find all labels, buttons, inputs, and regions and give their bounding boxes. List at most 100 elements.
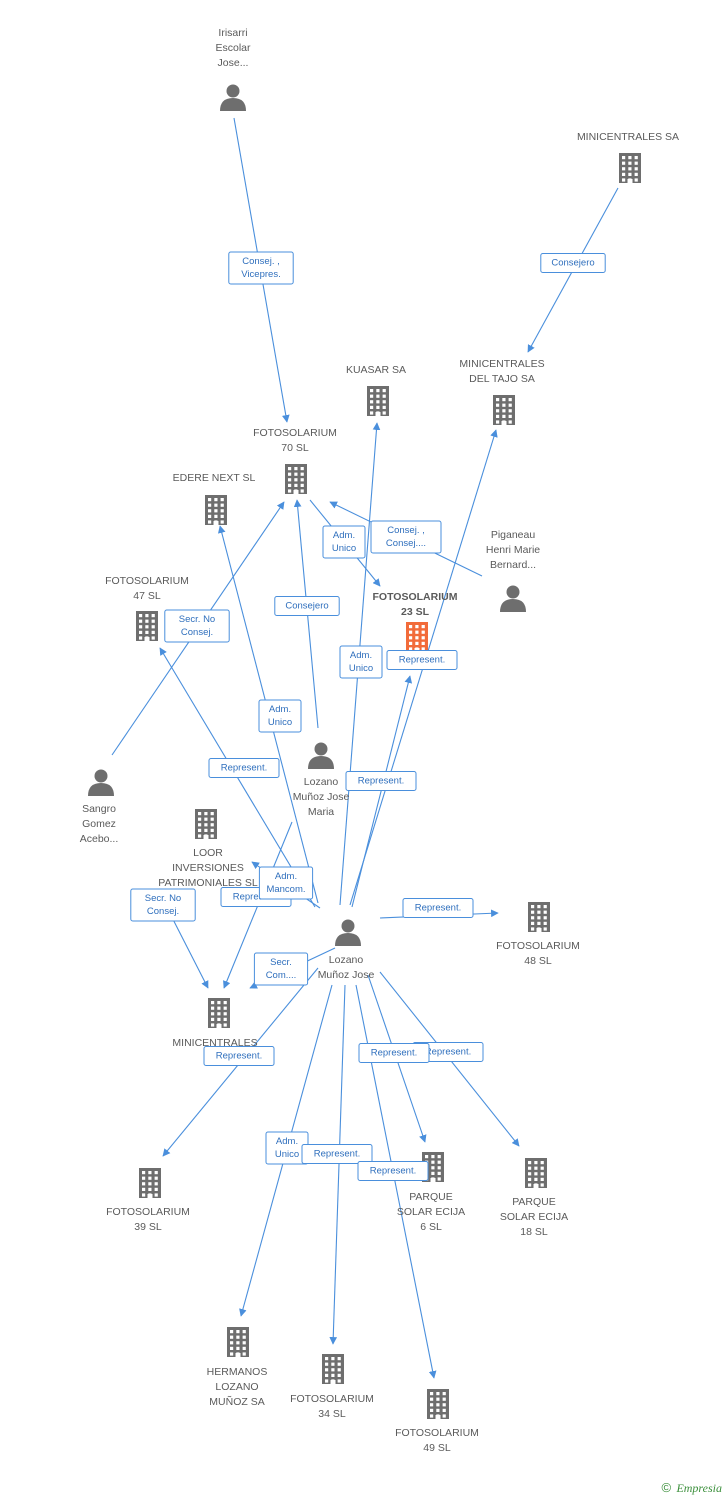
relation-label-box[interactable] (358, 1043, 430, 1063)
building-icon[interactable] (367, 386, 389, 416)
relation-label[interactable]: Represent. (203, 1046, 275, 1066)
building-icon[interactable] (322, 1354, 344, 1384)
building-icon[interactable] (139, 1168, 161, 1198)
relation-label[interactable]: Represent. (345, 771, 417, 791)
relation-label-box[interactable] (370, 520, 442, 554)
relation-label-box[interactable] (130, 888, 196, 922)
person-icon[interactable] (500, 585, 526, 613)
relation-label-box[interactable] (402, 898, 474, 918)
building-icon[interactable] (493, 395, 515, 425)
node-label: DEL TAJO SA (469, 373, 535, 385)
relation-label-box[interactable] (274, 596, 340, 616)
building-icon[interactable] (285, 464, 307, 494)
relation-label[interactable]: Consejero (540, 253, 606, 273)
copyright-icon: © (661, 1480, 672, 1495)
relation-label-box[interactable] (301, 1144, 373, 1164)
person-icon[interactable] (335, 919, 361, 947)
relation-label-text: Represent. (216, 1051, 262, 1062)
relation-label[interactable]: Secr.Com.... (253, 952, 309, 986)
node-label: Piganeau (491, 529, 536, 541)
person-icon[interactable] (220, 84, 246, 112)
relation-label[interactable]: Represent. (357, 1161, 429, 1181)
node-label: Acebo... (80, 833, 119, 845)
relation-label-box[interactable] (540, 253, 606, 273)
relation-label-box[interactable] (203, 1046, 275, 1066)
person-icon[interactable] (88, 769, 114, 797)
relation-label[interactable]: Adm.Mancom. (258, 866, 314, 900)
relation-label-text: Represent. (358, 776, 404, 787)
node-label: FOTOSOLARIUM (105, 575, 189, 587)
relation-label-box[interactable] (339, 645, 383, 679)
node-kuasar[interactable]: KUASAR SA (346, 364, 406, 416)
node-minicentrales_sa[interactable]: MINICENTRALES SA (577, 131, 679, 183)
brand-name[interactable]: Empresia (676, 1481, 722, 1495)
relation-label[interactable]: Consejero (274, 596, 340, 616)
building-icon[interactable] (528, 902, 550, 932)
building-icon[interactable] (227, 1327, 249, 1357)
relation-label-box[interactable] (258, 699, 302, 733)
relation-label-box[interactable] (345, 771, 417, 791)
relation-label-box[interactable] (357, 1161, 429, 1181)
relation-label-box[interactable] (208, 758, 280, 778)
relation-label-text: Adm. (350, 650, 372, 661)
relation-label[interactable]: Represent. (301, 1144, 373, 1164)
node-label: 49 SL (423, 1442, 451, 1454)
node-label: FOTOSOLARIUM (106, 1206, 190, 1218)
relation-label[interactable]: Adm.Unico (339, 645, 383, 679)
relation-label[interactable]: Consej. ,Consej.... (370, 520, 442, 554)
building-icon[interactable] (525, 1158, 547, 1188)
building-icon[interactable] (427, 1389, 449, 1419)
node-sangro[interactable]: SangroGomezAcebo... (80, 769, 119, 846)
building-icon[interactable] (195, 809, 217, 839)
relation-label[interactable]: Adm.Unico (322, 525, 366, 559)
relation-label[interactable]: Consej. , Vicepres. (228, 251, 294, 285)
relation-label-box[interactable] (258, 866, 314, 900)
node-irisarri[interactable]: IrisarriEscolarJose... (215, 27, 251, 111)
relation-label-text: Represent. (370, 1166, 416, 1177)
building-icon[interactable] (619, 153, 641, 183)
person-icon[interactable] (308, 742, 334, 770)
building-icon[interactable] (205, 495, 227, 525)
node-label: Muñoz Jose (318, 969, 375, 981)
node-label: 6 SL (420, 1221, 442, 1233)
node-label: Lozano (304, 776, 339, 788)
relation-label[interactable]: Represent. (402, 898, 474, 918)
relation-label[interactable]: Represent. (358, 1043, 430, 1063)
relation-label-box[interactable] (386, 650, 458, 670)
relation-label[interactable]: Adm.Unico (258, 699, 302, 733)
node-label: 70 SL (281, 442, 309, 454)
relation-label[interactable]: Represent. (208, 758, 280, 778)
relation-label-box[interactable] (164, 609, 230, 643)
node-label: Lozano (329, 954, 364, 966)
relation-label-text: Vicepres. (241, 269, 280, 280)
node-label: Maria (308, 806, 334, 818)
building-icon[interactable] (406, 622, 428, 652)
relation-label-text: Mancom. (266, 884, 305, 895)
relation-label-box[interactable] (322, 525, 366, 559)
relation-label-box[interactable] (253, 952, 309, 986)
building-icon[interactable] (136, 611, 158, 641)
relation-label[interactable]: Represent. (386, 650, 458, 670)
relation-label-text: Consej. , (242, 256, 280, 267)
node-edere[interactable]: EDERE NEXT SL (173, 472, 256, 525)
building-icon[interactable] (208, 998, 230, 1028)
relation-label-box[interactable] (228, 251, 294, 285)
